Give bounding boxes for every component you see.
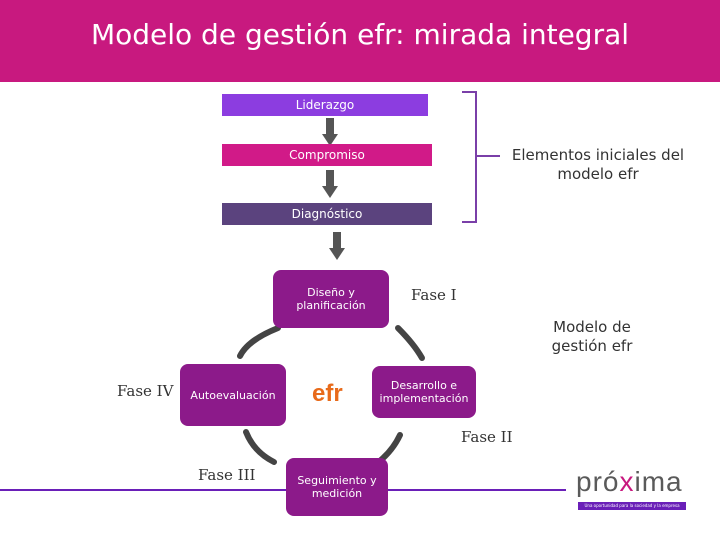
brand-tagline: Una oportunidad para la sociedad y la em… (578, 502, 686, 510)
proxima-logo: próxima (576, 466, 683, 498)
bracket-label: Elementos iniciales del modelo efr (511, 146, 685, 183)
arrow-down-icon (329, 232, 345, 260)
node-seguimiento-medicion: Seguimiento y medición (286, 458, 388, 516)
liderazgo-bar: Liderazgo (222, 94, 428, 116)
brand-suffix: ima (634, 466, 683, 497)
node-desarrollo-implementacion: Desarrollo e implementación (372, 366, 476, 418)
brand-prefix: pró (576, 466, 620, 497)
brand-x: x (619, 466, 635, 497)
arrow-down-icon (322, 118, 338, 146)
diagnostico-bar: Diagnóstico (222, 203, 432, 225)
phase-label-fase-ii: Fase II (461, 428, 513, 446)
compromiso-bar: Compromiso (222, 144, 432, 166)
title-banner (0, 0, 720, 82)
node-autoevaluacion: Autoevaluación (180, 364, 286, 426)
efr-logo: efr (312, 380, 343, 407)
model-label: Modelo de gestión efr (551, 318, 633, 355)
phase-label-fase-i: Fase I (411, 286, 457, 304)
phase-label-fase-iv: Fase IV (117, 382, 174, 400)
phase-label-fase-iii: Fase III (198, 466, 256, 484)
node-diseno-planificacion: Diseño y planificación (273, 270, 389, 328)
page-title: Modelo de gestión efr: mirada integral (90, 18, 630, 51)
arrow-down-icon (322, 170, 338, 198)
